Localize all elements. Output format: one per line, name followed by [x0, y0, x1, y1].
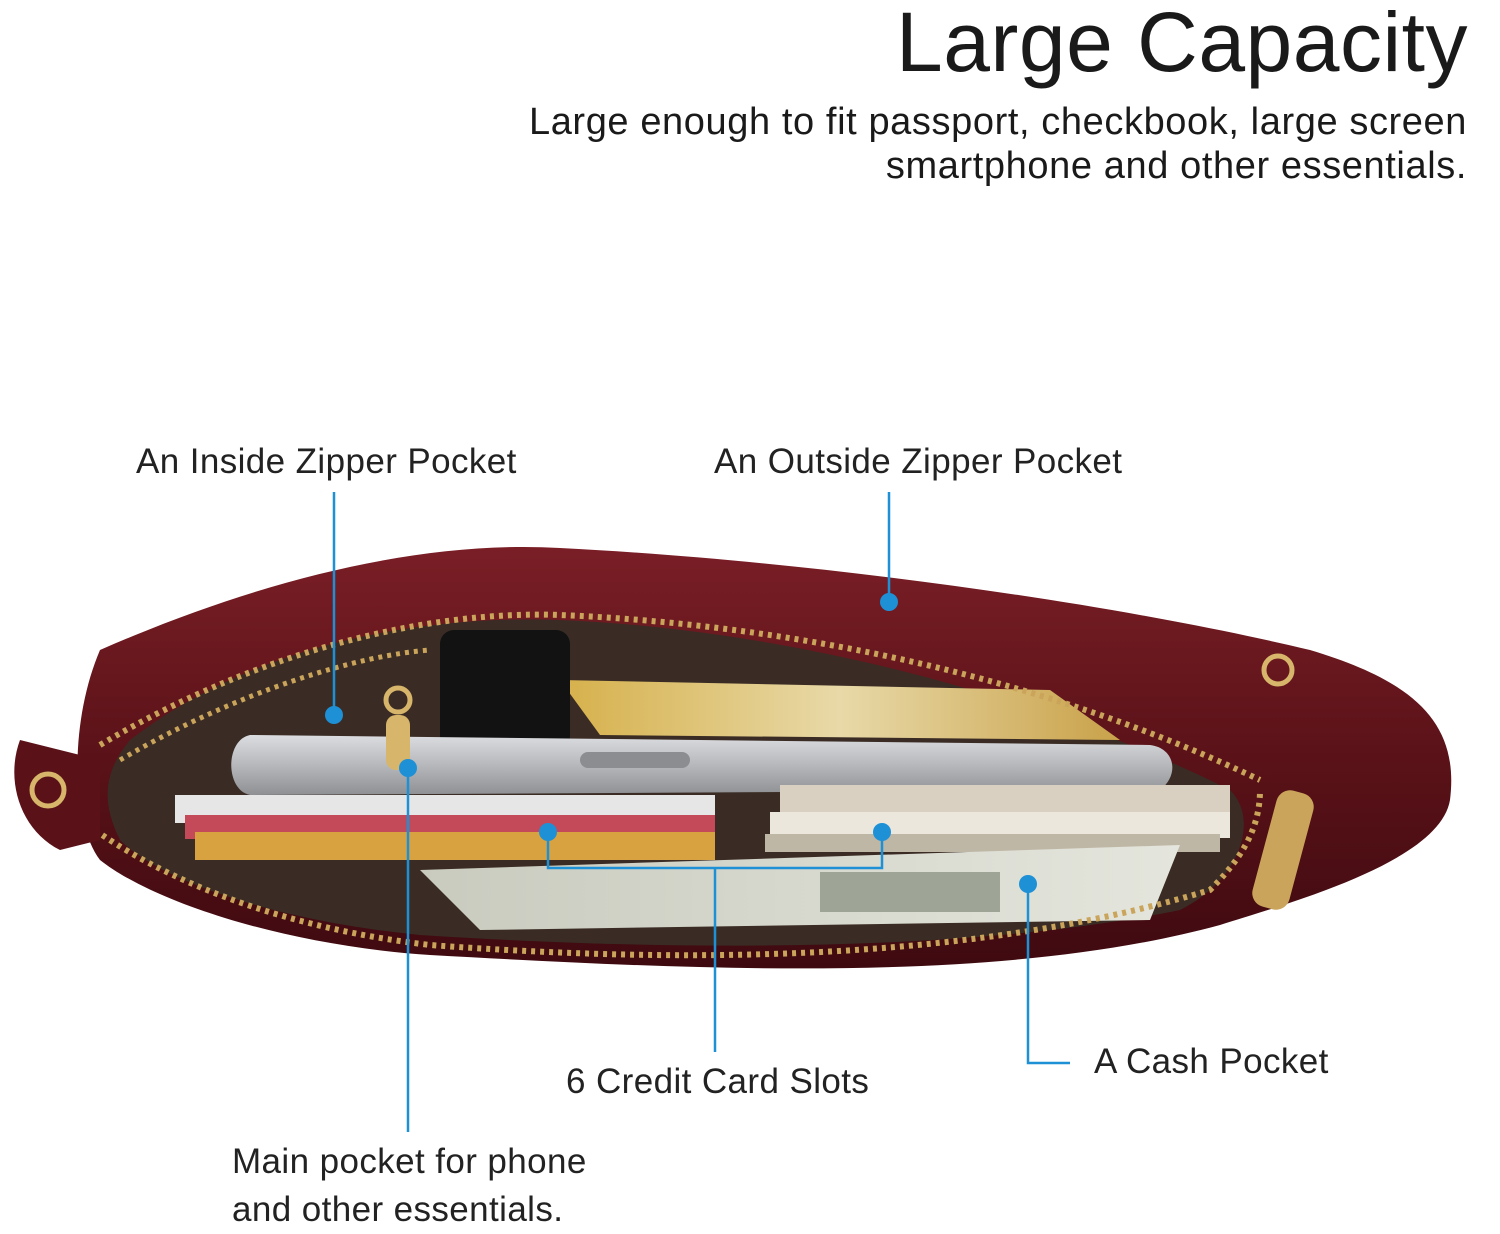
- zipper-pull-right: [1252, 653, 1314, 910]
- page-subtitle: Large enough to fit passport, checkbook,…: [367, 100, 1467, 188]
- subtitle-line-2: smartphone and other essentials.: [885, 145, 1467, 187]
- cash-detail: [820, 872, 1000, 912]
- pointer-dot-inside-zipper: [325, 706, 343, 724]
- glitter-card: [560, 680, 1120, 740]
- zipper-pull-inside: [383, 685, 413, 770]
- black-tag: [440, 630, 570, 750]
- smartphone: [231, 735, 1173, 795]
- strap-ring-left: [29, 771, 67, 809]
- callout-cash-pocket: A Cash Pocket: [1094, 1042, 1329, 1081]
- pointer-dot-cash: [1019, 875, 1037, 893]
- left-card-3: [195, 832, 715, 860]
- page-title: Large Capacity: [896, 0, 1468, 89]
- callout-main-pocket-line-2: and other essentials.: [232, 1190, 564, 1229]
- pointer-dot-card-left: [539, 823, 557, 841]
- right-card-2: [770, 812, 1230, 838]
- pointer-dot-outside-zipper: [880, 593, 898, 611]
- inner-zipper: [118, 647, 431, 763]
- phone-button: [580, 752, 690, 768]
- callout-outside-zipper-pocket: An Outside Zipper Pocket: [714, 442, 1123, 481]
- leader-lines: [332, 492, 1070, 1132]
- pointer-dot-main-pocket: [399, 759, 417, 777]
- wrist-strap: [14, 740, 100, 850]
- callout-credit-card-slots: 6 Credit Card Slots: [566, 1062, 870, 1101]
- callout-main-pocket: Main pocket for phone and other essentia…: [232, 1138, 587, 1234]
- callout-inside-zipper-pocket: An Inside Zipper Pocket: [136, 442, 517, 481]
- pointer-dot-card-right: [873, 823, 891, 841]
- callout-main-pocket-line-1: Main pocket for phone: [232, 1142, 587, 1181]
- lower-zipper: [93, 789, 1263, 959]
- right-card-1: [780, 785, 1230, 815]
- subtitle-line-1: Large enough to fit passport, checkbook,…: [528, 101, 1467, 143]
